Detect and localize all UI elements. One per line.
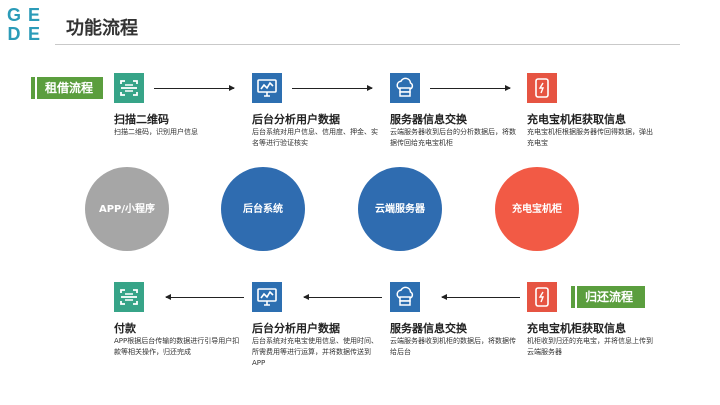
step-title: 充电宝机柜获取信息 [527,113,626,126]
flow-arrow [165,294,244,300]
page-title: 功能流程 [66,18,138,39]
step-description: 后台系统对用户信息、信用度、押金、实名等进行验证核实 [252,128,378,147]
cloud-server-icon [390,282,420,312]
logo-letter: E [27,5,40,25]
header-divider [55,44,680,45]
step-title: 付款 [114,322,136,335]
flow-arrow [303,294,382,300]
flow-arrow [441,294,520,300]
rent-flow-badge: 租借流程 [31,77,103,99]
logo-letter: D [7,24,21,44]
step-title: 扫描二维码 [114,113,169,126]
step-description: 机柜收到归还的充电宝，并将信息上传到云端服务器 [527,337,653,356]
step-description: 云端服务器收到机柜的数据后，将数据传给后台 [390,337,516,356]
logo-letter: G [6,5,21,25]
logo-letter: E [27,24,40,44]
power-bank-icon [527,73,557,103]
cloud-server-icon [390,73,420,103]
flow-arrow [154,85,235,91]
step-title: 服务器信息交换 [390,113,467,126]
step-description: 云端服务器收到后台的分析数据后，将数据传回给充电宝机柜 [390,128,516,147]
scan-icon [114,282,144,312]
step-description: 后台系统对充电宝使用信息、使用时间、所需费用等进行运算，并将数据传送到APP [252,337,378,367]
flow-arrow [292,85,373,91]
step-description: APP根据后台传输的数据进行引导用户扣款等相关操作，归还完成 [114,337,240,356]
step-title: 服务器信息交换 [390,322,467,335]
step-description: 充电宝机柜根据服务器传回得数据，弹出充电宝 [527,128,653,147]
return-flow-badge: 归还流程 [571,286,645,308]
app-circle: APP/小程序 [85,167,169,251]
step-title: 后台分析用户数据 [252,322,340,335]
cabinet-circle: 充电宝机柜 [495,167,579,251]
step-description: 扫描二维码，识别用户信息 [114,128,198,136]
step-title: 后台分析用户数据 [252,113,340,126]
step-title: 充电宝机柜获取信息 [527,322,626,335]
flow-arrow [430,85,511,91]
monitor-chart-icon [252,282,282,312]
backend-circle: 后台系统 [221,167,305,251]
brand-logo: G E D E [4,6,44,44]
cloud-server-circle: 云端服务器 [358,167,442,251]
scan-icon [114,73,144,103]
power-bank-icon [527,282,557,312]
monitor-chart-icon [252,73,282,103]
